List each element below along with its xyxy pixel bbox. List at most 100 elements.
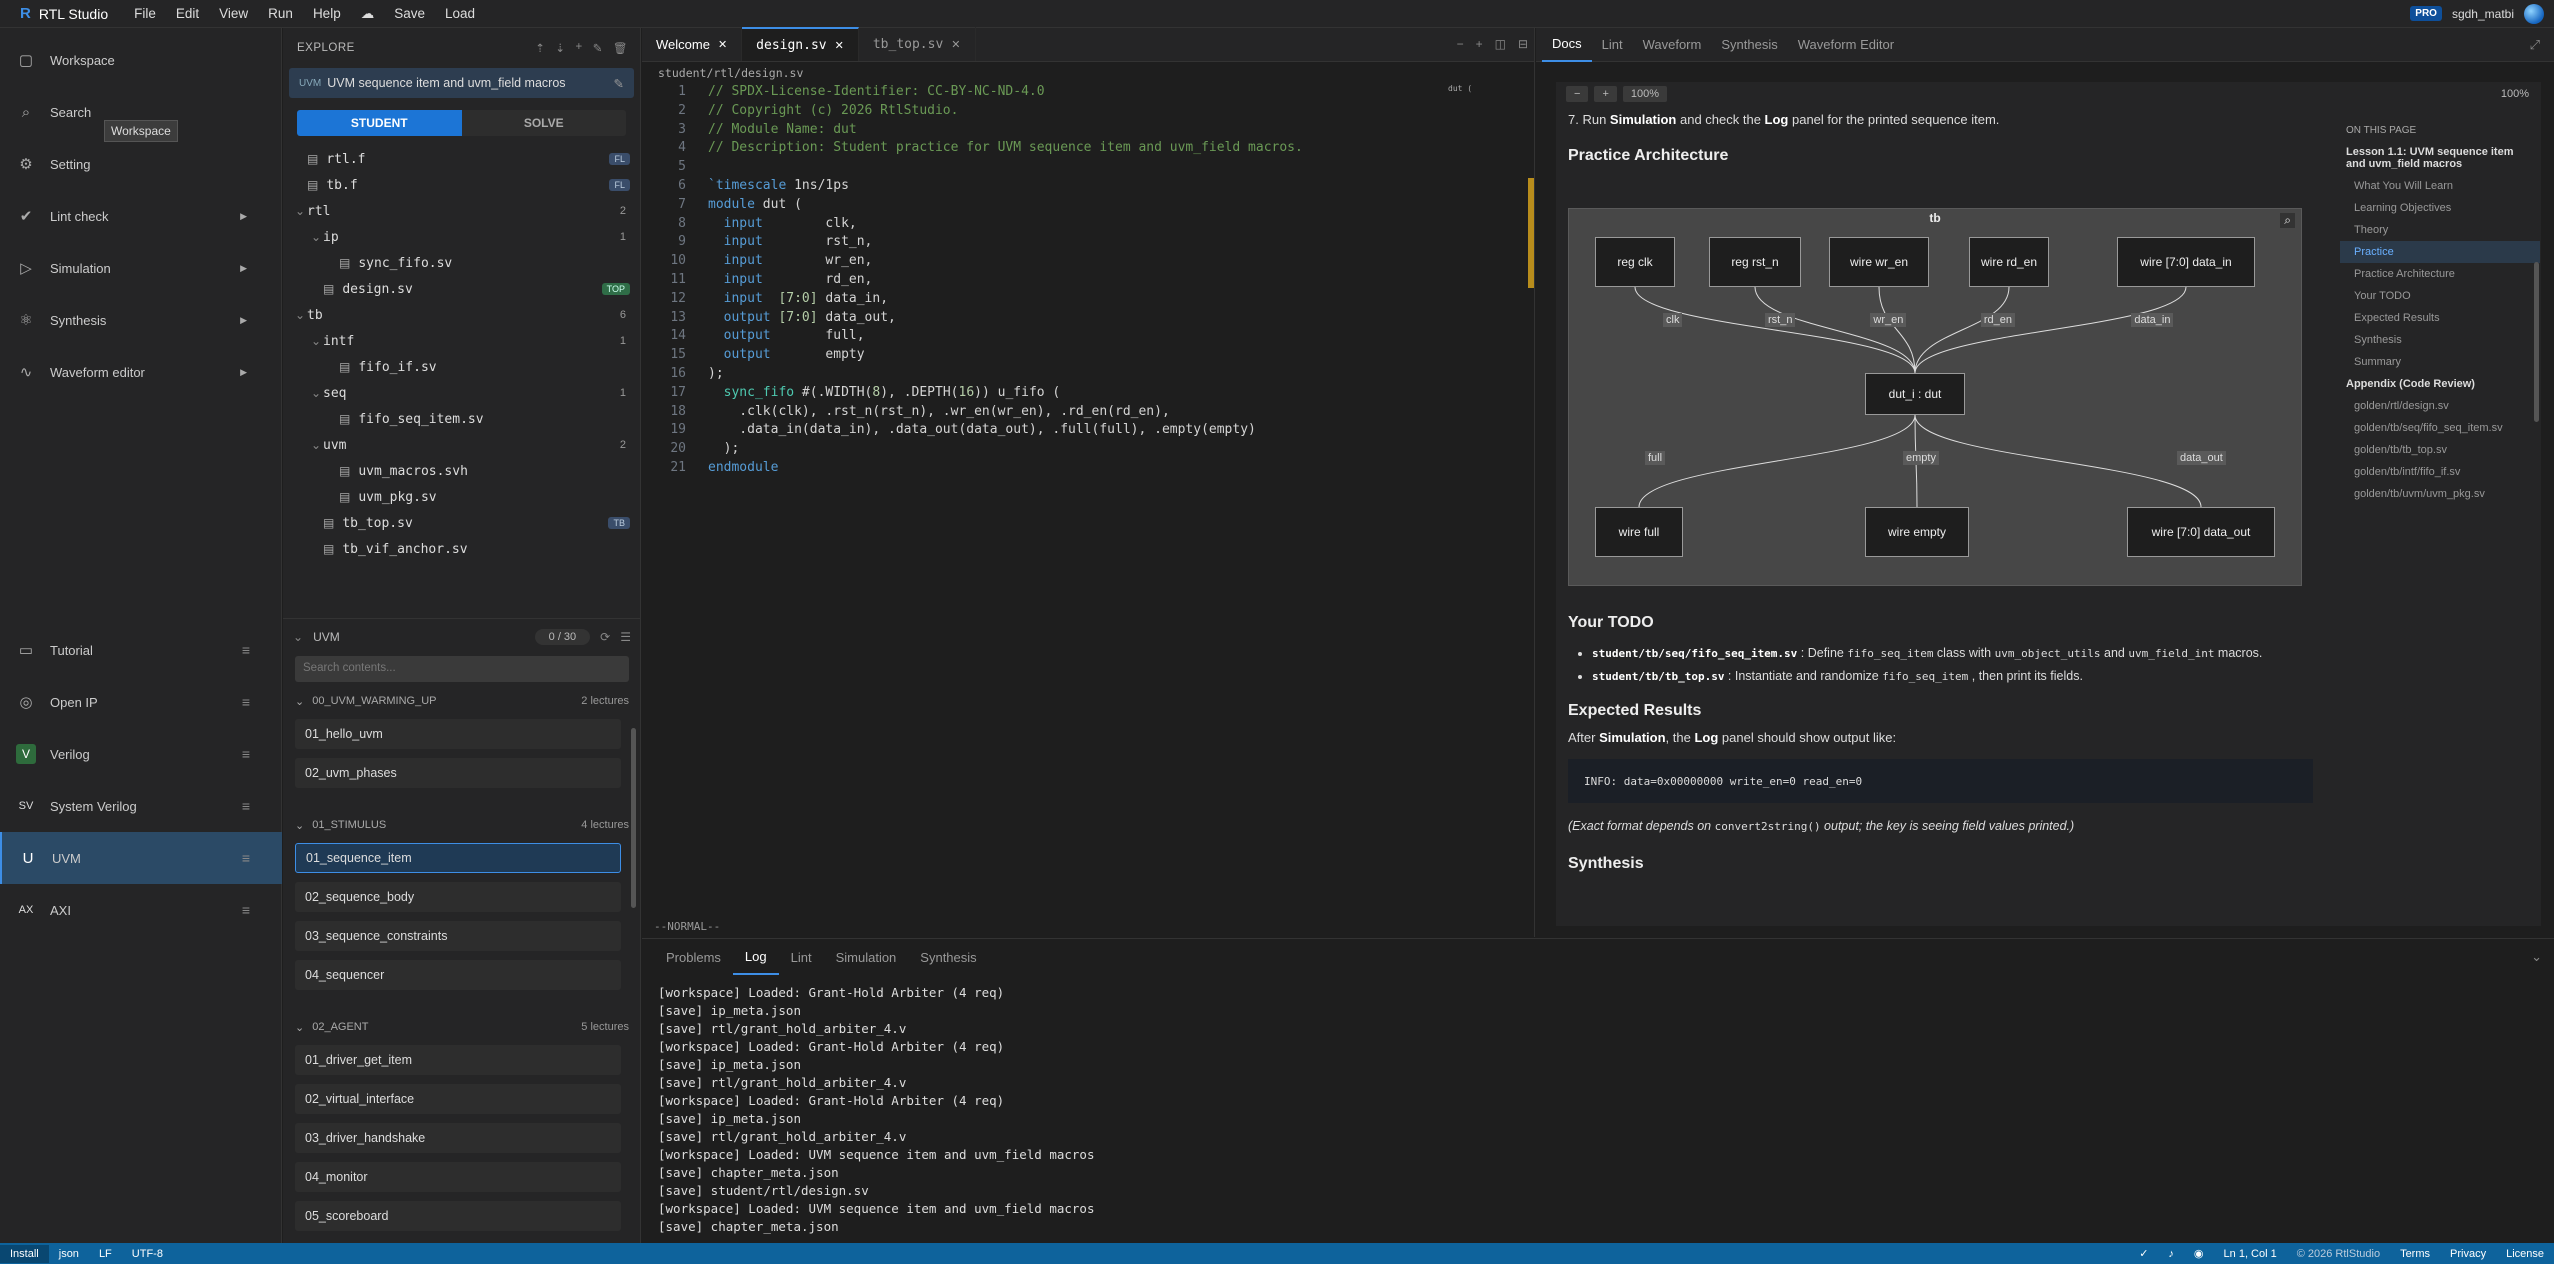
magnify-icon[interactable]: ⌕ <box>2280 213 2295 228</box>
menu-icon[interactable]: ≡ <box>241 694 250 710</box>
tab-lint[interactable]: Lint <box>1601 37 1623 52</box>
menu-icon[interactable]: ≡ <box>241 746 250 762</box>
toc-item[interactable]: Lesson 1.1: UVM sequence item and uvm_fi… <box>2346 146 2514 170</box>
doc-scrollbar[interactable] <box>2534 262 2539 422</box>
toc-item[interactable]: golden/tb/intf/fifo_if.sv <box>2354 466 2461 478</box>
course-scrollbar[interactable] <box>631 728 636 908</box>
tab-log[interactable]: Log <box>732 939 779 975</box>
tree-item[interactable]: ▤uvm_pkg.sv <box>283 484 640 510</box>
expand-icon[interactable]: ⤢ <box>2529 36 2540 52</box>
bell-icon[interactable]: ♪ <box>2168 1247 2174 1260</box>
trash-icon[interactable]: 🗑 <box>612 43 628 55</box>
toc-item[interactable]: golden/tb/uvm/uvm_pkg.sv <box>2354 488 2485 500</box>
close-icon[interactable]: ✕ <box>834 39 844 52</box>
pencil-icon[interactable]: ✎ <box>613 76 624 91</box>
tab-welcome[interactable]: Welcome✕ <box>642 27 743 61</box>
nav-search[interactable]: ⌕Search <box>0 86 281 138</box>
minus-icon[interactable]: − <box>1456 37 1464 51</box>
lecture-item[interactable]: 03_sequence_constraints <box>295 921 621 951</box>
globe-icon[interactable]: ◉ <box>2193 1248 2204 1260</box>
encoding[interactable]: UTF-8 <box>131 1247 163 1260</box>
toc-item[interactable]: Synthesis <box>2354 334 2402 346</box>
toc-item[interactable]: What You Will Learn <box>2354 180 2454 192</box>
toc-item[interactable]: golden/rtl/design.sv <box>2354 400 2449 412</box>
tab-simulation[interactable]: Simulation <box>835 949 897 965</box>
diagram-node-input[interactable]: wire wr_en <box>1829 237 1929 287</box>
refresh-icon[interactable]: ⟳ <box>600 629 611 644</box>
course-open-ip[interactable]: ◎Open IP≡ <box>0 676 282 728</box>
nav-waveform-editor[interactable]: ∿Waveform editor▶ <box>0 346 281 398</box>
download-icon[interactable]: ⇣ <box>555 43 566 55</box>
nav-lint-check[interactable]: ✔Lint check▶ <box>0 190 281 242</box>
diagram-node-input[interactable]: wire rd_en <box>1969 237 2049 287</box>
edit-icon[interactable]: ✎ <box>592 43 603 55</box>
tab-synthesis[interactable]: Synthesis <box>1721 37 1778 52</box>
menu-icon[interactable]: ≡ <box>241 902 250 918</box>
editor-scrollbar[interactable] <box>1528 178 1534 288</box>
menu-run[interactable]: Run <box>268 6 293 21</box>
course-tutorial[interactable]: ▭Tutorial≡ <box>0 624 282 676</box>
diagram-node-output[interactable]: wire [7:0] data_out <box>2127 507 2275 557</box>
toc-item[interactable]: Appendix (Code Review) <box>2346 378 2475 390</box>
tree-item[interactable]: ▤sync_fifo.sv <box>283 250 640 276</box>
lecture-item[interactable]: 04_monitor <box>295 1162 621 1192</box>
install-button[interactable]: Install <box>0 1244 49 1263</box>
menu-help[interactable]: Help <box>312 6 341 21</box>
avatar[interactable] <box>2524 3 2544 24</box>
tree-item[interactable]: ▤uvm_macros.svh <box>283 458 640 484</box>
tree-item[interactable]: ▤fifo_seq_item.sv <box>283 406 640 432</box>
diagram-node-center[interactable]: dut_i : dut <box>1865 373 1965 415</box>
check-icon[interactable]: ✓ <box>2139 1248 2149 1260</box>
tab-tb-top-sv[interactable]: tb_top.sv✕ <box>859 27 976 61</box>
nav-workspace[interactable]: ▢Workspace <box>0 34 281 86</box>
nav-setting[interactable]: ⚙Setting <box>0 138 281 190</box>
nav-simulation[interactable]: ▷Simulation▶ <box>0 242 281 294</box>
diagram-node-input[interactable]: wire [7:0] data_in <box>2117 237 2255 287</box>
tab-problems[interactable]: Problems <box>666 949 721 965</box>
menu-edit[interactable]: Edit <box>175 6 200 21</box>
plus-icon[interactable]: + <box>1475 37 1483 51</box>
lecture-item[interactable]: 02_uvm_phases <box>295 758 621 788</box>
diagram-node-output[interactable]: wire full <box>1595 507 1683 557</box>
chevron-down-icon[interactable]: ⌄ <box>2531 949 2542 964</box>
toc-item[interactable]: golden/tb/seq/fifo_seq_item.sv <box>2354 422 2503 434</box>
solve-tab[interactable]: SOLVE <box>461 110 626 136</box>
zoom-in-button[interactable]: + <box>1594 86 1617 102</box>
tab-design-sv[interactable]: design.sv✕ <box>742 27 859 61</box>
minimap[interactable]: dut ( <box>1448 84 1473 93</box>
menu-view[interactable]: View <box>219 6 249 21</box>
lecture-item[interactable]: 05_scoreboard <box>295 1201 621 1231</box>
close-icon[interactable]: ✕ <box>717 38 728 51</box>
close-icon[interactable]: ✕ <box>951 38 961 51</box>
tab-waveform-editor[interactable]: Waveform Editor <box>1797 37 1895 52</box>
toc-item[interactable]: Your TODO <box>2354 290 2411 302</box>
chevron-down-icon[interactable]: ⌄ <box>293 629 304 644</box>
nav-synthesis[interactable]: ⚛Synthesis▶ <box>0 294 281 346</box>
tree-item[interactable]: ▤tb_vif_anchor.sv <box>283 536 640 562</box>
toc-item[interactable]: golden/tb/tb_top.sv <box>2354 444 2447 456</box>
eol-mode[interactable]: LF <box>98 1247 112 1260</box>
lecture-item[interactable]: 03_driver_handshake <box>295 1123 621 1153</box>
terms-link[interactable]: Terms <box>2400 1247 2431 1260</box>
layout-icon[interactable]: ⊟ <box>1517 37 1528 51</box>
diagram-node-output[interactable]: wire empty <box>1865 507 1969 557</box>
toc-item[interactable]: Practice Architecture <box>2354 268 2455 280</box>
toc-item[interactable]: Expected Results <box>2354 312 2440 324</box>
license-link[interactable]: License <box>2506 1247 2544 1260</box>
tab-lint[interactable]: Lint <box>790 949 812 965</box>
lecture-item[interactable]: 04_sequencer <box>295 960 621 990</box>
menu-icon[interactable]: ≡ <box>241 850 250 866</box>
lecture-item[interactable]: 01_hello_uvm <box>295 719 621 749</box>
menu-file[interactable]: File <box>134 6 156 21</box>
current-lesson[interactable]: UVM UVM sequence item and uvm_field macr… <box>289 68 634 98</box>
